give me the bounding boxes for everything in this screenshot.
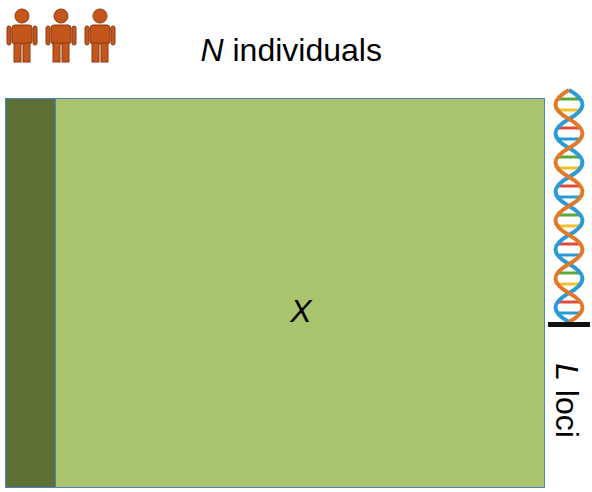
axis-label: L loci [547, 363, 584, 438]
person-icon [7, 9, 37, 62]
matrix-box: X [5, 98, 545, 488]
highlighted-column [6, 99, 56, 487]
person-icon [85, 9, 115, 62]
axis-label: N individuals [201, 32, 382, 69]
dna-icon [548, 90, 590, 327]
person-icon [46, 9, 76, 62]
matrix-label: X [290, 293, 311, 330]
people-icons [7, 9, 115, 62]
